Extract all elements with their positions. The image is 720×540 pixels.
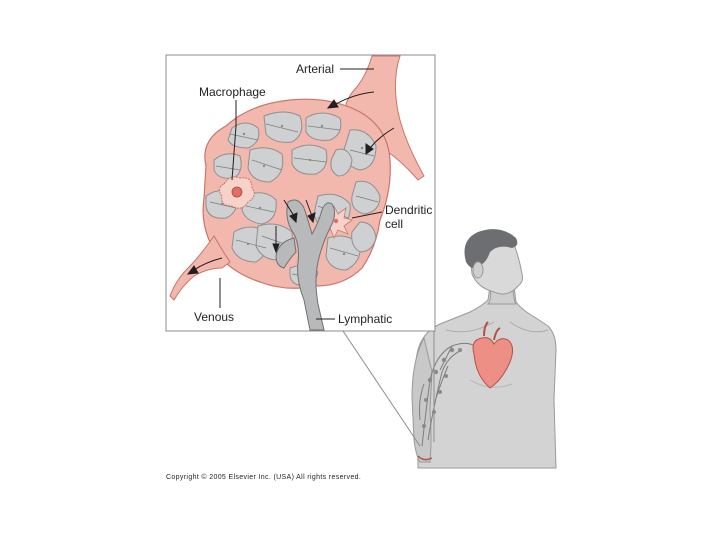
dendritic-cell-label-line1: Dendritic (385, 204, 432, 217)
venous-label: Venous (194, 311, 234, 324)
macrophage-label: Macrophage (199, 86, 266, 99)
dendritic-cell-label-line2: cell (385, 218, 403, 231)
copyright-notice: Copyright © 2005 Elsevier Inc. (USA) All… (166, 474, 361, 481)
ear (473, 262, 483, 278)
lymphatic-label: Lymphatic (338, 313, 392, 326)
arterial-label: Arterial (296, 63, 334, 76)
